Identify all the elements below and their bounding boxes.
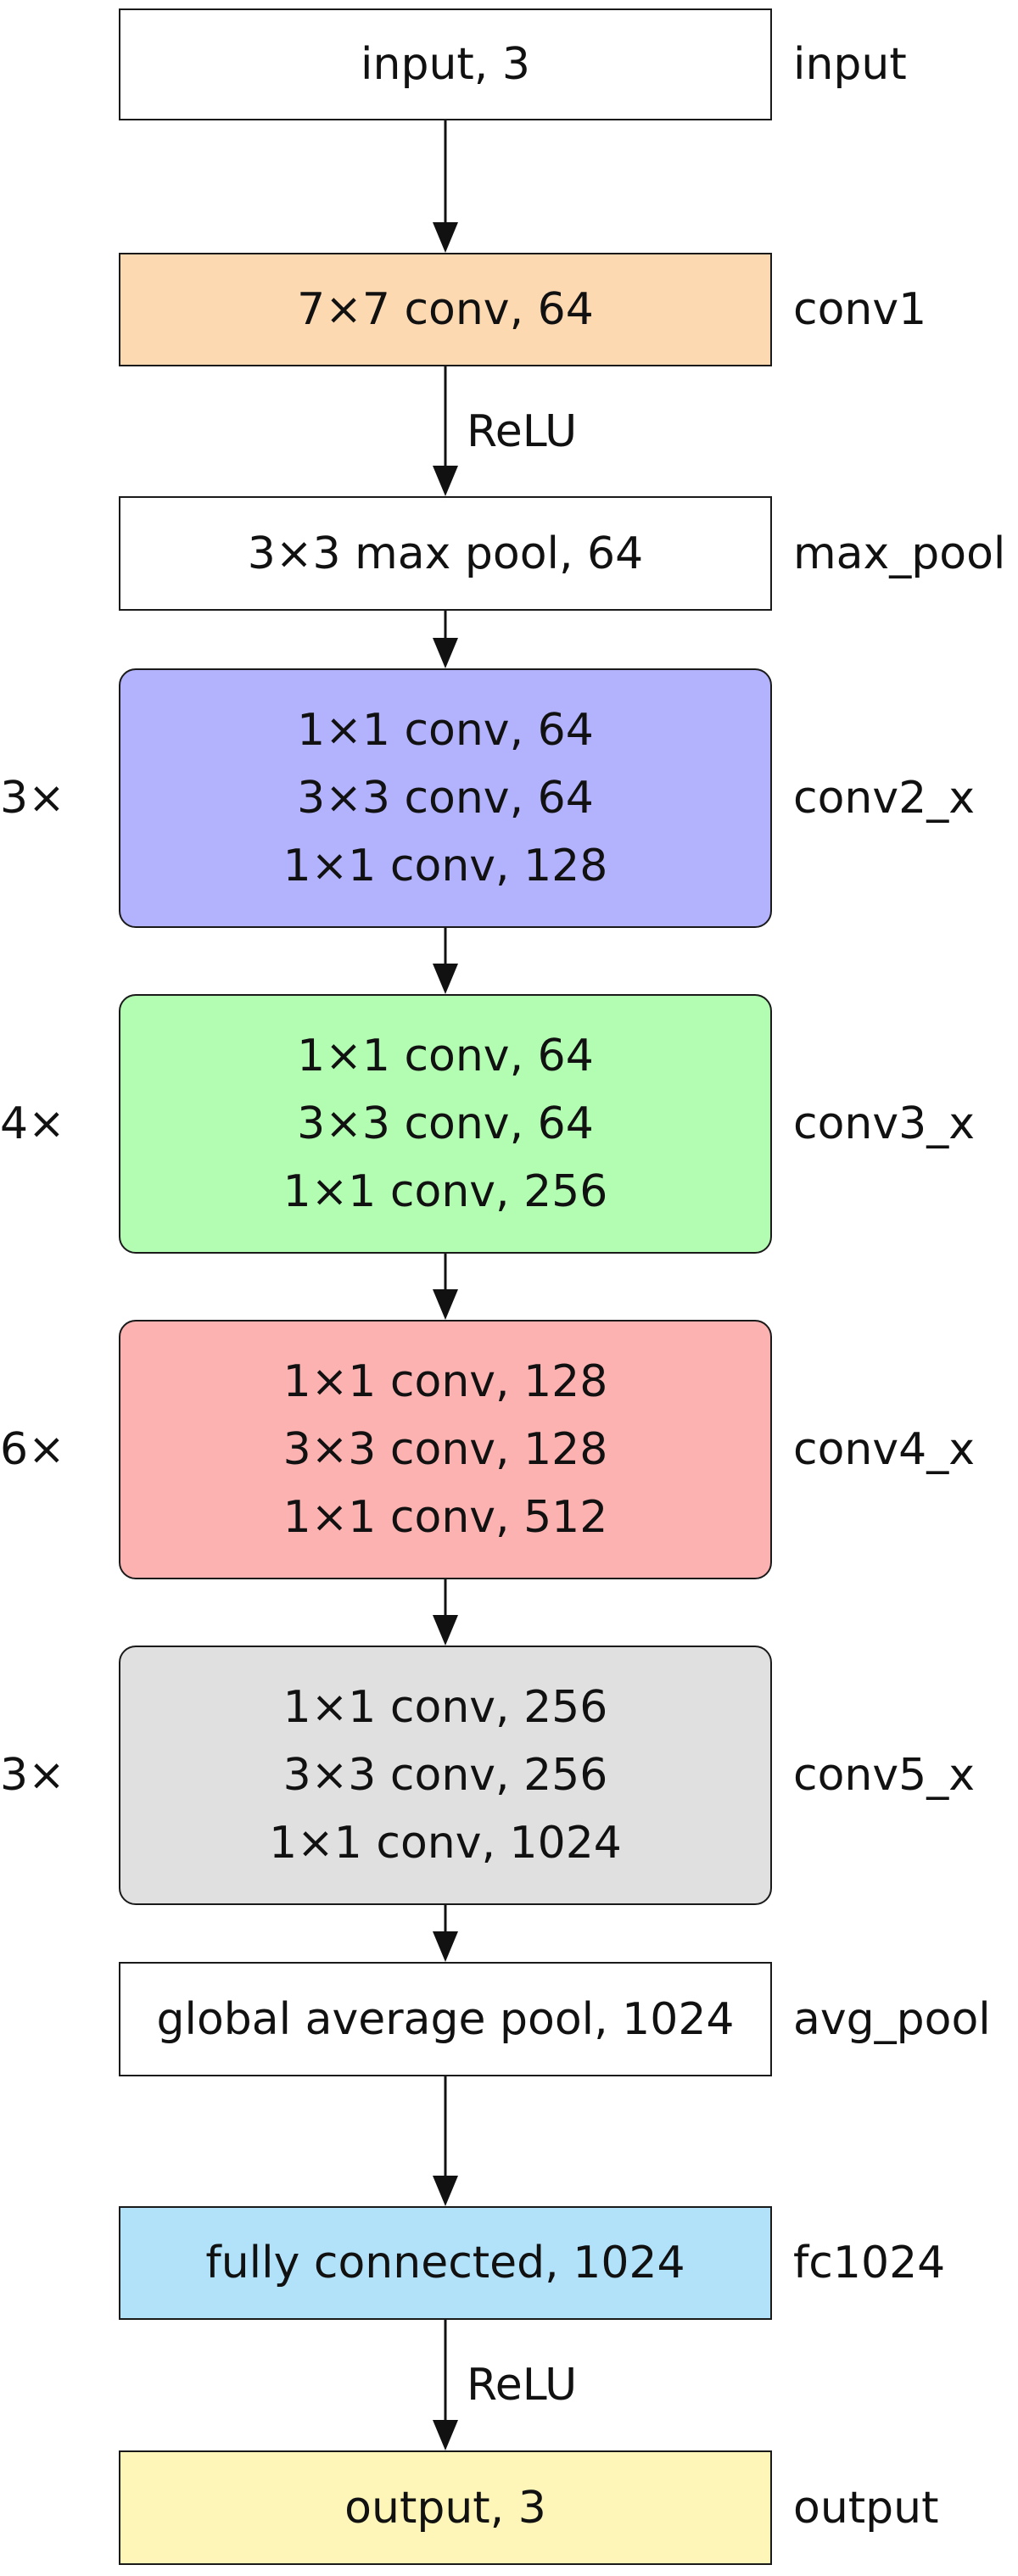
- arrowhead: [433, 1289, 458, 1320]
- node-text-line: 1×1 conv, 256: [282, 1682, 608, 1733]
- node-text-line: 3×3 conv, 256: [282, 1750, 608, 1801]
- arrowhead: [433, 638, 458, 668]
- node-label: conv3_x: [793, 1098, 975, 1149]
- node-input: input, 3: [119, 8, 772, 120]
- repeat-count: 3×: [0, 1750, 65, 1801]
- arrowhead: [433, 1615, 458, 1646]
- node-label: output: [793, 2482, 939, 2534]
- node-text-line: 7×7 conv, 64: [297, 284, 594, 335]
- node-conv3-x: 1×1 conv, 64 3×3 conv, 64 1×1 conv, 256: [119, 994, 772, 1254]
- node-output: output, 3: [119, 2450, 772, 2565]
- arrowhead: [433, 466, 458, 496]
- node-label: conv4_x: [793, 1424, 975, 1475]
- node-avg-pool: global average pool, 1024: [119, 1962, 772, 2076]
- node-text-line: global average pool, 1024: [156, 1993, 735, 2045]
- node-text-line: 3×3 max pool, 64: [247, 528, 644, 579]
- node-text-line: 1×1 conv, 256: [282, 1166, 608, 1217]
- node-text-line: 1×1 conv, 64: [297, 1031, 594, 1081]
- arrowhead: [433, 2420, 458, 2450]
- arrowhead: [433, 2176, 458, 2206]
- repeat-count: 4×: [0, 1098, 65, 1149]
- edge-label: ReLU: [467, 2360, 578, 2411]
- node-text-line: 1×1 conv, 128: [282, 1356, 608, 1407]
- node-label: conv5_x: [793, 1750, 975, 1801]
- node-conv2-x: 1×1 conv, 64 3×3 conv, 64 1×1 conv, 128: [119, 668, 772, 928]
- repeat-count: 6×: [0, 1424, 65, 1475]
- node-max-pool: 3×3 max pool, 64: [119, 496, 772, 611]
- node-label: max_pool: [793, 528, 1006, 579]
- node-text-line: output, 3: [344, 2482, 546, 2534]
- node-fc1024: fully connected, 1024: [119, 2206, 772, 2320]
- node-label: input: [793, 39, 907, 90]
- node-text-line: 3×3 conv, 64: [297, 1098, 594, 1149]
- node-text-line: 1×1 conv, 512: [282, 1492, 608, 1543]
- node-text-line: 3×3 conv, 64: [297, 773, 594, 824]
- node-label: conv1: [793, 284, 927, 335]
- node-text-line: input, 3: [361, 39, 530, 90]
- arrowhead: [433, 222, 458, 253]
- node-text-line: 1×1 conv, 128: [282, 841, 608, 891]
- arrowhead: [433, 964, 458, 994]
- node-text-line: 1×1 conv, 64: [297, 705, 594, 756]
- repeat-count: 3×: [0, 773, 65, 824]
- arrowhead: [433, 1931, 458, 1962]
- node-conv4-x: 1×1 conv, 128 3×3 conv, 128 1×1 conv, 512: [119, 1320, 772, 1579]
- node-label: conv2_x: [793, 773, 975, 824]
- node-conv1: 7×7 conv, 64: [119, 253, 772, 366]
- node-text-line: 1×1 conv, 1024: [269, 1818, 622, 1869]
- edge-label: ReLU: [467, 405, 578, 457]
- node-text-line: fully connected, 1024: [205, 2238, 685, 2288]
- node-label: fc1024: [793, 2238, 946, 2288]
- node-text-line: 3×3 conv, 128: [282, 1424, 608, 1475]
- node-label: avg_pool: [793, 1993, 991, 2045]
- node-conv5-x: 1×1 conv, 256 3×3 conv, 256 1×1 conv, 1024: [119, 1646, 772, 1905]
